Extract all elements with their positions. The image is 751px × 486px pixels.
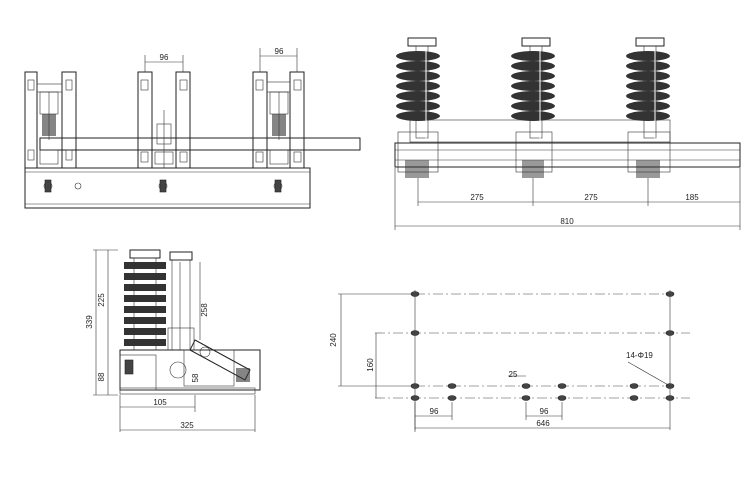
dim-side-325: 325 [180, 421, 194, 430]
base-frame [24, 167, 311, 209]
top-frame [394, 142, 741, 168]
dim-mount-240: 240 [329, 333, 338, 347]
insulator-left [396, 37, 440, 178]
dim-side-88: 88 [97, 372, 106, 381]
insulator-right [626, 37, 671, 178]
dim-side-58: 58 [191, 373, 200, 382]
hole-spec-label: 14-Φ19 [626, 351, 653, 360]
dim-top-275-a: 275 [470, 193, 484, 202]
insulator-middle [511, 37, 555, 178]
mounting-plan: 240 160 25 96 96 646 14-Φ19 [329, 290, 690, 432]
top-view: 275 275 185 810 [394, 37, 741, 230]
mounting-holes [410, 291, 675, 401]
dim-front-96-right: 96 [275, 47, 284, 56]
dim-mount-160: 160 [366, 358, 375, 372]
dim-mount-25: 25 [509, 370, 518, 379]
dim-front-96-middle: 96 [160, 53, 169, 62]
dim-side-105: 105 [153, 398, 167, 407]
dim-mount-646: 646 [536, 419, 550, 428]
dim-top-275-b: 275 [584, 193, 598, 202]
dim-top-810: 810 [560, 217, 574, 226]
dim-mount-96-mid: 96 [540, 407, 549, 416]
dim-side-258: 258 [200, 303, 209, 317]
dim-side-225: 225 [97, 293, 106, 307]
side-view: 339 225 88 258 58 105 325 [85, 249, 261, 432]
front-pole-left [24, 71, 77, 169]
front-view: 96 96 [24, 47, 361, 209]
front-pole-middle [137, 71, 191, 169]
dim-side-339: 339 [85, 315, 94, 329]
side-insulator [124, 262, 166, 346]
front-pole-right [252, 71, 305, 169]
operating-shaft [39, 137, 361, 151]
dim-mount-96-left: 96 [430, 407, 439, 416]
dim-top-185: 185 [685, 193, 699, 202]
